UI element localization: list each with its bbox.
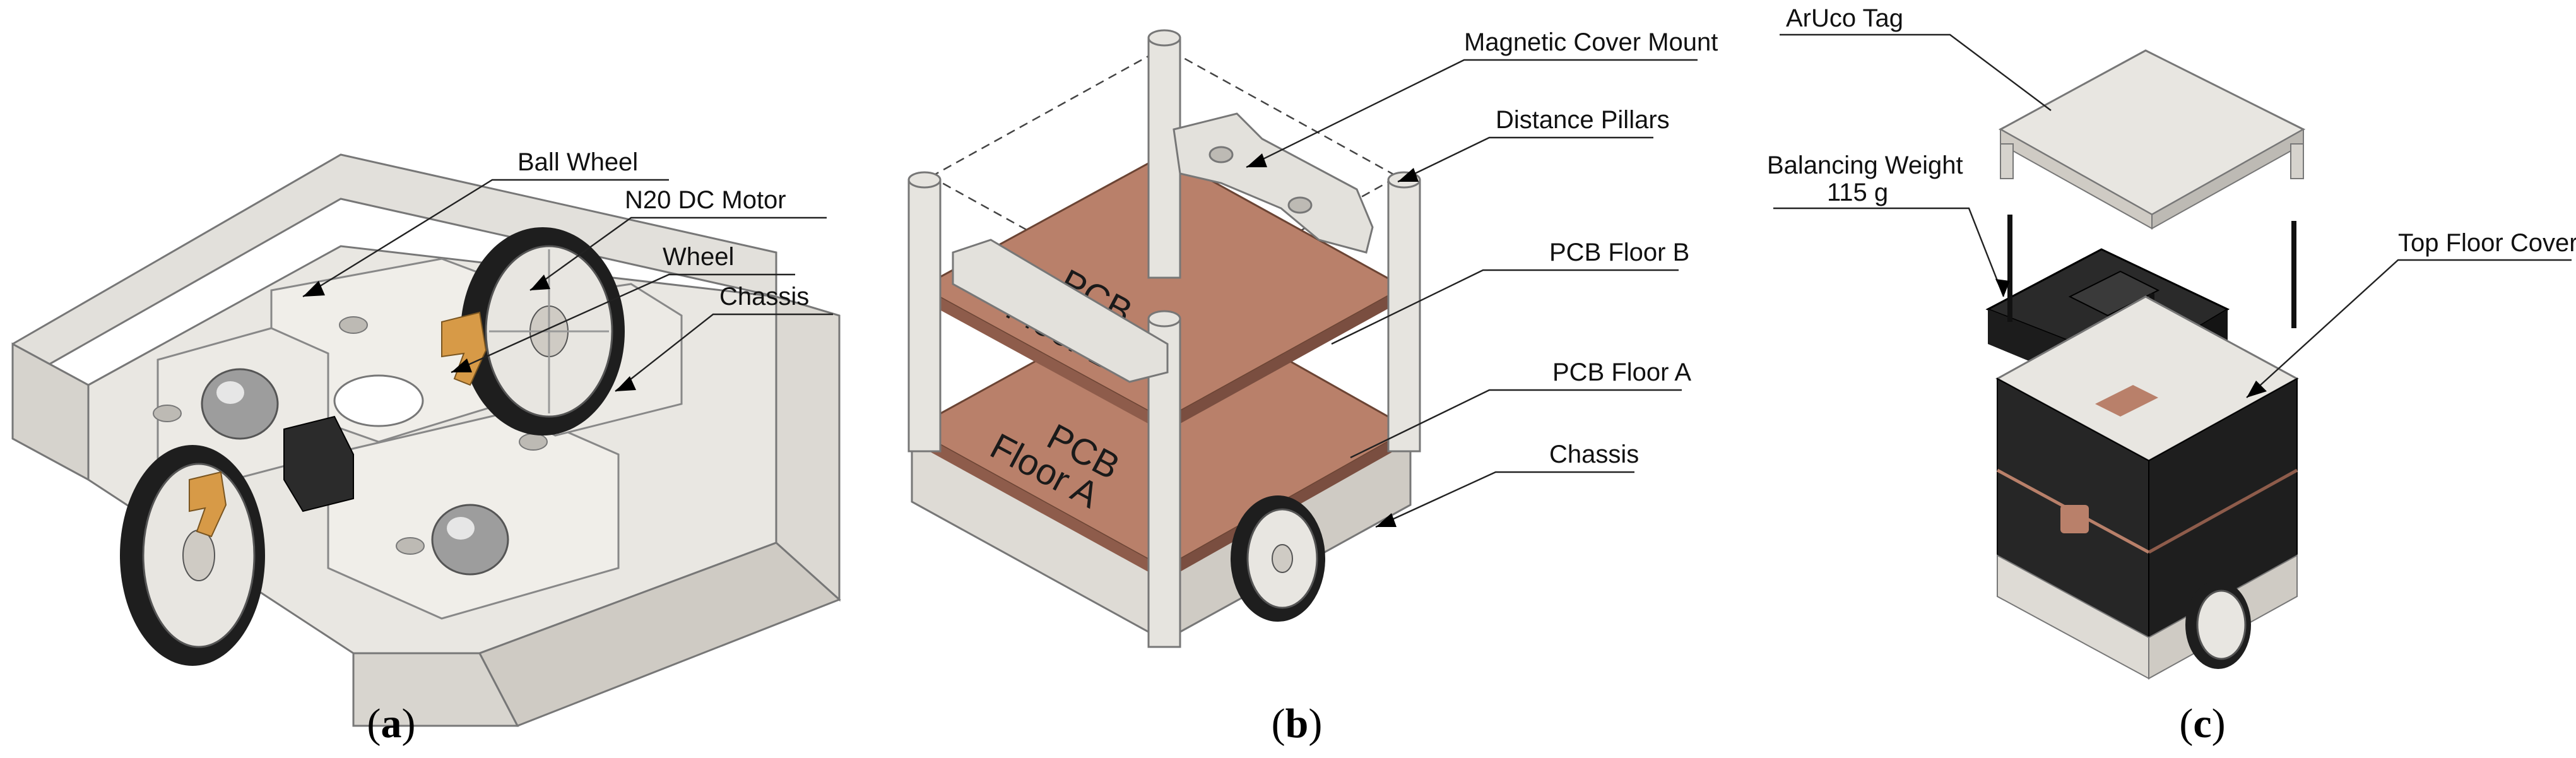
callout-balancing-weight-mass: 115 g [1827, 179, 1888, 206]
callout-distance-pillars: Distance Pillars [1496, 106, 1670, 134]
callout-top-floor-cover: Top Floor Cover [2398, 229, 2576, 257]
panel-label-b: (b) [1272, 701, 1323, 747]
pcb-floor-b [919, 153, 1407, 432]
wheel-c [2185, 581, 2251, 669]
leader-chassis-a [615, 313, 833, 392]
arrow-balancing-weight [1995, 279, 2010, 297]
panel-label-b-letter: b [1285, 701, 1309, 747]
leader-magnetic-cover-mount [1246, 59, 1698, 169]
callout-n20-motor: N20 DC Motor [625, 186, 786, 214]
arrow-chassis-a [615, 376, 636, 391]
leader-pcb-floor-b [1331, 269, 1679, 345]
aruco-tag-plate [1998, 49, 2306, 230]
panel-label-b-close: ) [1308, 701, 1322, 747]
robot-body-c [1995, 295, 2300, 680]
callout-magnetic-cover-mount: Magnetic Cover Mount [1464, 28, 1718, 56]
panel-label-a-close: ) [402, 701, 416, 747]
leader-balancing-weight [1773, 207, 2005, 297]
n20-motor-a [283, 415, 354, 512]
panel-label-c-close: ) [2212, 701, 2226, 747]
callout-balancing-weight: Balancing Weight [1767, 151, 1963, 179]
motor-bracket-a-1 [441, 311, 487, 386]
panel-label-a: (a) [367, 701, 416, 747]
panel-c: ArUco Tag Balancing Weight 115 g Top Flo… [1767, 4, 2576, 747]
callout-ball-wheel: Ball Wheel [517, 148, 638, 176]
leader-top-floor-cover [2246, 259, 2572, 398]
arrow-top-floor-cover [2247, 381, 2267, 398]
leader-wheel [451, 273, 795, 374]
chassis-a-drawing [11, 153, 841, 727]
leader-n20-motor [529, 216, 827, 291]
leader-chassis-b [1375, 471, 1634, 528]
arrow-distance-pillars [1398, 168, 1419, 182]
panel-label-c-open: ( [2179, 701, 2193, 747]
callout-wheel: Wheel [663, 243, 734, 271]
wheel-a-left [120, 445, 265, 666]
callout-chassis-b: Chassis [1549, 441, 1639, 468]
callout-pcb-floor-b: PCB Floor B [1549, 239, 1689, 266]
arrow-n20-motor [530, 275, 550, 290]
callout-aruco-tag: ArUco Tag [1786, 4, 1903, 32]
panel-label-a-open: ( [367, 701, 381, 747]
ball-wheel-a-2 [431, 504, 509, 576]
motor-bracket-a-2 [189, 471, 227, 538]
panel-label-a-letter: a [381, 701, 402, 747]
panel-a: Ball Wheel N20 DC Motor Wheel Chassis (a… [11, 148, 841, 747]
callout-pcb-floor-a: PCB Floor A [1552, 358, 1691, 386]
leader-pcb-floor-a [1350, 389, 1682, 459]
magnetic-cover-mount [952, 112, 1374, 383]
leader-ball-wheel [302, 179, 669, 298]
arrow-wheel [451, 358, 472, 372]
panel-label-c-letter: c [2193, 701, 2211, 747]
arrow-ball-wheel [303, 281, 325, 297]
panel-label-b-open: ( [1272, 701, 1285, 747]
arrow-magnetic-cover-mount [1246, 153, 1267, 167]
arrow-chassis-b [1376, 513, 1397, 527]
ball-wheel-a-1 [201, 368, 279, 440]
wheel-b [1231, 495, 1325, 622]
panel-b: PCB Floor A PCB Floor B [907, 28, 1718, 747]
callout-chassis-a: Chassis [719, 283, 809, 311]
leader-distance-pillars [1397, 136, 1653, 183]
panel-label-c: (c) [2179, 701, 2225, 747]
leader-aruco-tag [1780, 33, 2052, 111]
